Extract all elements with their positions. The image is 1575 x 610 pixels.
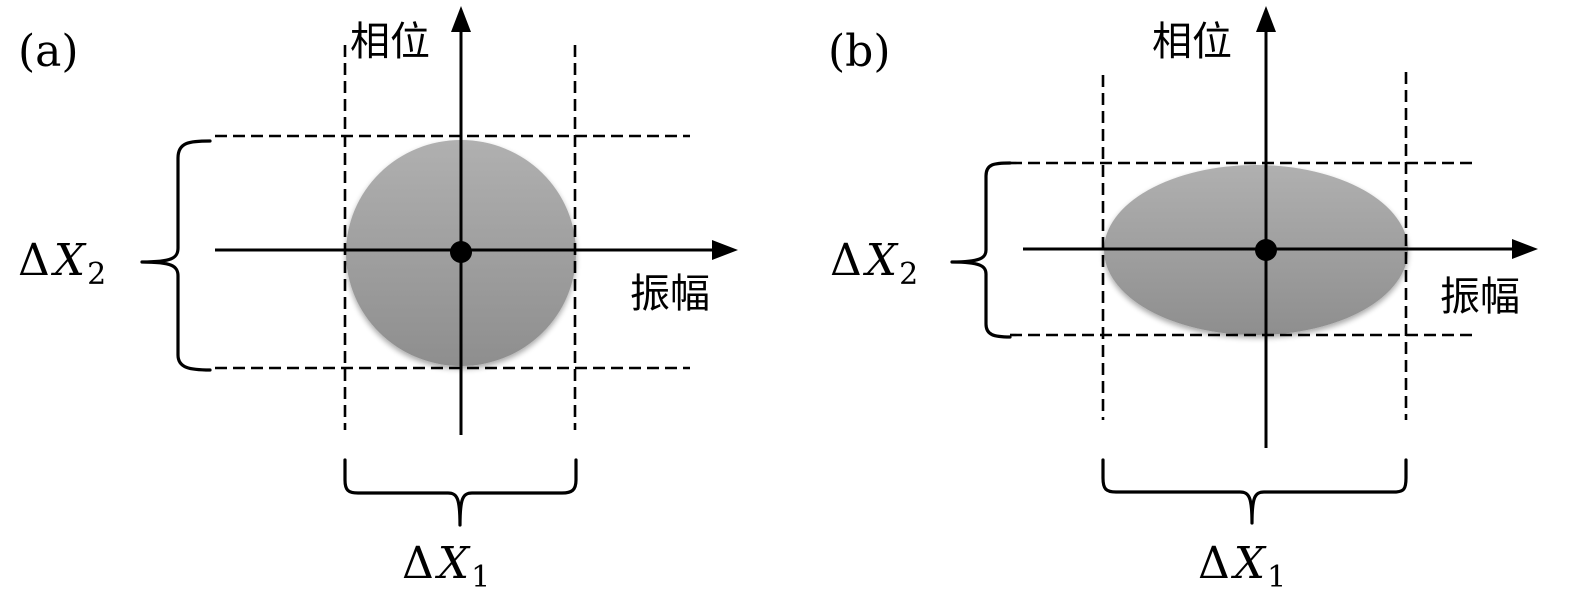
phase-axis-arrow-icon [451, 6, 471, 32]
phase-axis-arrow-icon [1256, 6, 1276, 32]
delta-x2-label: ΔX2 [18, 235, 106, 292]
center-point [450, 241, 472, 263]
panel-b-label: (b) [828, 26, 891, 77]
phase-axis-label: 相位 [1152, 19, 1232, 65]
amplitude-axis-arrow-icon [712, 240, 738, 260]
center-point [1255, 239, 1277, 261]
panel-a-label: (a) [18, 26, 79, 77]
amplitude-axis-label: 振幅 [1440, 274, 1520, 320]
x2-brace [950, 161, 1012, 339]
delta-x1-label: ΔX1 [402, 538, 490, 595]
x1-brace [343, 458, 578, 527]
phase-axis-label: 相位 [350, 19, 430, 65]
x1-brace [1101, 458, 1408, 525]
x2-brace [140, 139, 212, 372]
panel-a: (a) 相位 振幅 ΔX2 ΔX1 [18, 6, 738, 595]
amplitude-axis-label: 振幅 [630, 271, 710, 317]
delta-x1-label: ΔX1 [1198, 538, 1286, 595]
amplitude-axis-arrow-icon [1512, 239, 1538, 259]
delta-x2-label: ΔX2 [830, 235, 918, 292]
panel-b: (b) 相位 振幅 ΔX2 ΔX1 [828, 6, 1538, 595]
